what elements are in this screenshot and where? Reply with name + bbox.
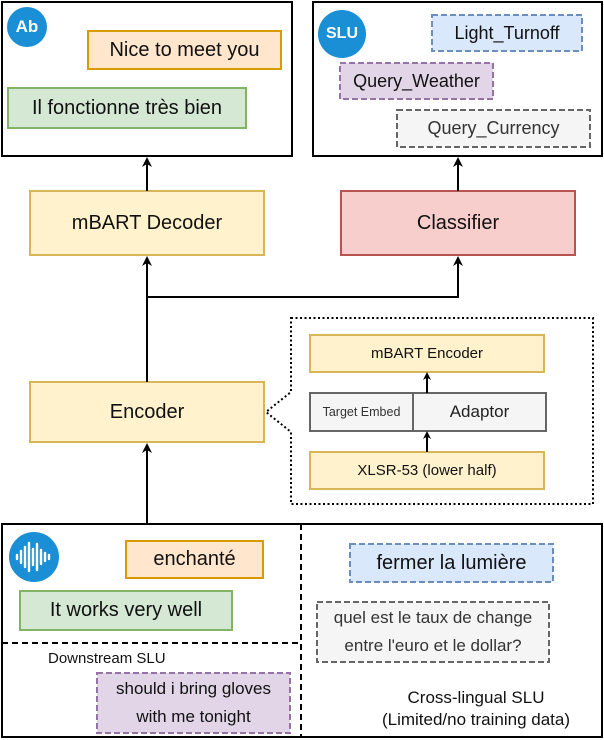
label-mbart-decoder: mBART Decoder	[71, 211, 223, 234]
chip-quel-est-le-taux	[316, 601, 550, 663]
label-mbart-encoder: mBART Encoder	[371, 345, 483, 362]
label-light-turnoff: Light_Turnoff	[454, 22, 560, 43]
chip-query-weather	[339, 62, 494, 100]
chip-nice-to-meet-you	[87, 30, 282, 70]
chip-enchante	[125, 540, 264, 579]
adaptor-block	[412, 392, 547, 432]
label-query-currency: Query_Currency	[427, 118, 560, 138]
label-enchante: enchanté	[153, 548, 236, 570]
label-quel-est-le-taux-line2: entre l'euro et le dollar?	[344, 636, 522, 655]
encoder-block	[29, 381, 265, 443]
xlsr-block	[309, 451, 545, 490]
classifier-block	[340, 190, 576, 256]
mbart-decoder-block	[29, 190, 265, 256]
label-nice-to-meet-you: Nice to meet you	[109, 38, 260, 61]
label-should-i-bring-gloves-line1: should i bring gloves	[116, 679, 271, 698]
label-quel-est-le-taux-line1: quel est le taux de change	[333, 608, 533, 627]
label-downstream-slu: Downstream SLU	[48, 649, 166, 667]
chip-should-i-bring-gloves	[96, 672, 291, 734]
label-classifier: Classifier	[416, 211, 500, 234]
label-il-fonctionne: Il fonctionne très bien	[31, 96, 223, 119]
label-xlsr: XLSR-53 (lower half)	[357, 462, 497, 479]
chip-il-fonctionne	[7, 87, 247, 129]
slu-badge: SLU	[318, 10, 366, 58]
ab-badge: Ab	[7, 7, 47, 47]
label-encoder: Encoder	[109, 400, 185, 423]
label-fermer-la-lumiere: fermer la lumière	[376, 551, 527, 574]
chip-light-turnoff	[431, 14, 583, 52]
arrow-encoder-to-classifier	[147, 256, 463, 298]
label-crosslingual-slu-line1: Cross-lingual SLU	[407, 688, 545, 707]
chip-fermer-la-lumiere	[349, 543, 554, 583]
chip-it-works-very-well	[19, 590, 233, 631]
chip-query-currency	[396, 109, 591, 148]
label-query-weather: Query_Weather	[353, 70, 480, 91]
label-crosslingual-slu-line2: (Limited/no training data)	[381, 710, 571, 729]
label-adaptor: Adaptor	[449, 402, 510, 421]
audio-waveform-icon	[9, 532, 59, 582]
target-embed-block	[309, 392, 414, 432]
mbart-encoder-block	[309, 334, 545, 373]
label-it-works-very-well: It works very well	[49, 599, 203, 621]
label-should-i-bring-gloves-line2: with me tonight	[136, 707, 251, 726]
label-target-embed: Target Embed	[322, 405, 401, 419]
translation-output-panel	[1, 1, 293, 157]
